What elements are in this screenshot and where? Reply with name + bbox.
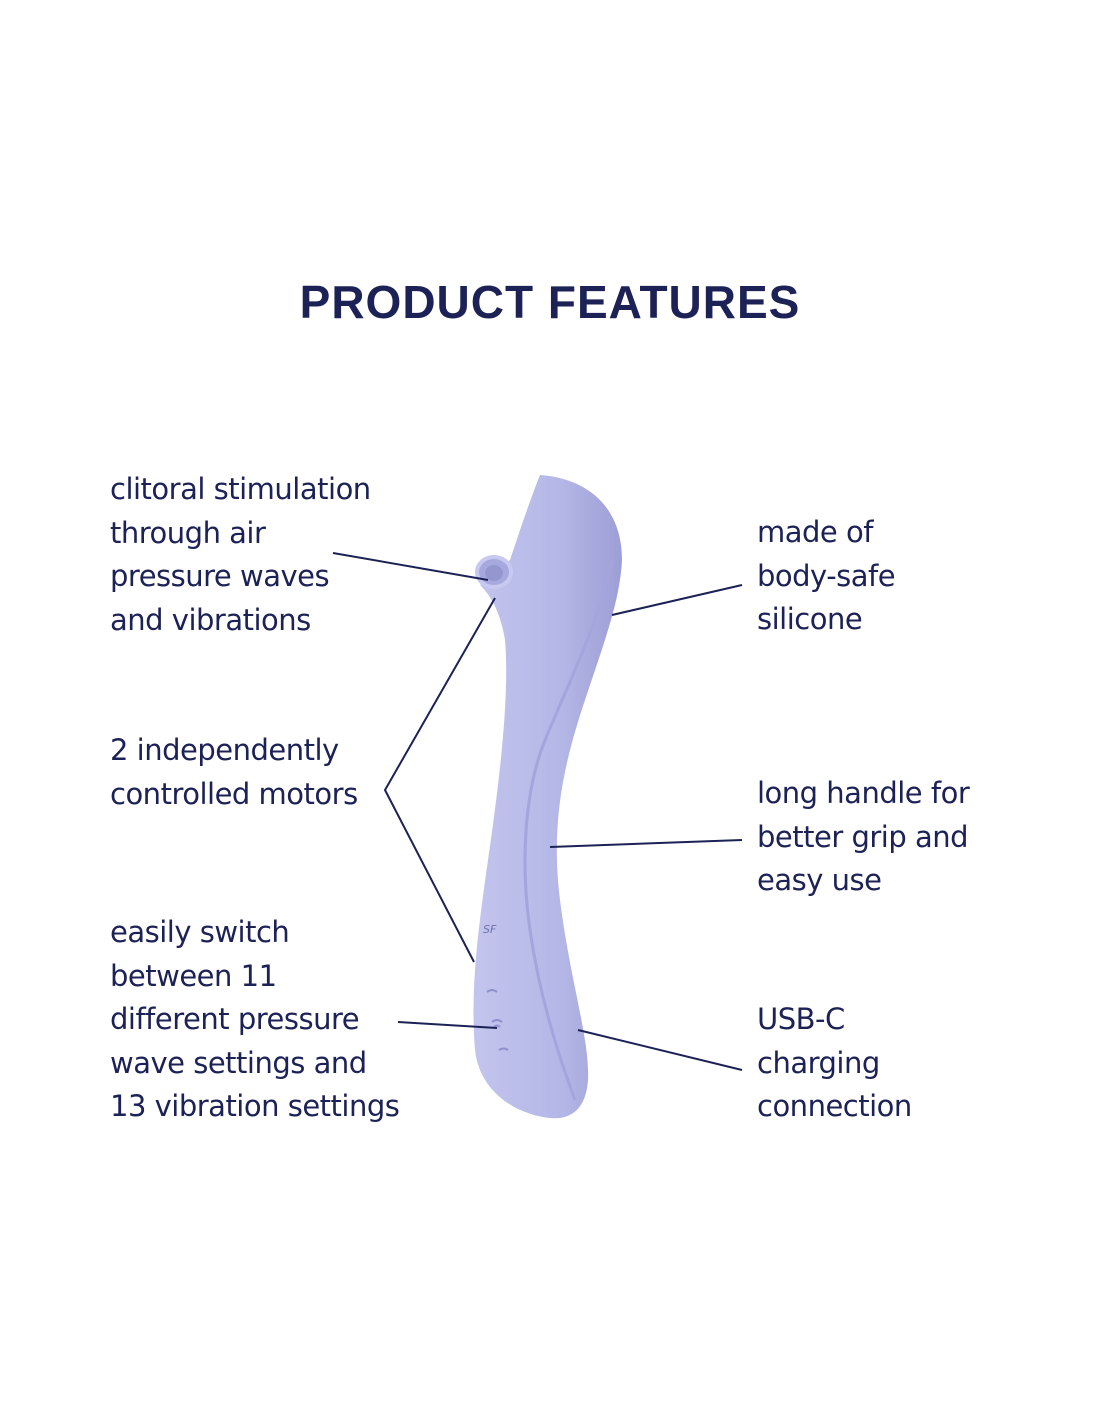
callout-line xyxy=(549,839,743,848)
feature-silicone: made of body-safe silicone xyxy=(757,515,896,636)
feature-air-pressure: clitoral stimulation through air pressur… xyxy=(110,472,371,637)
callout-line xyxy=(611,584,743,616)
feature-handle: long handle for better grip and easy use xyxy=(757,776,970,897)
callout-line xyxy=(397,1021,498,1029)
callout-lines xyxy=(332,552,743,1071)
feature-settings: easily switch between 11 different press… xyxy=(110,915,400,1123)
wave-button-icon xyxy=(491,1019,503,1028)
callout-line xyxy=(383,597,496,963)
device-illustration: SF xyxy=(473,475,622,1119)
page-title: PRODUCT FEATURES xyxy=(299,276,801,328)
brand-logo-icon: SF xyxy=(483,923,497,936)
button-icon xyxy=(486,989,498,993)
callout-line xyxy=(577,1029,743,1071)
device-body xyxy=(473,475,622,1119)
feature-usb-c: USB-C charging connection xyxy=(757,1002,912,1123)
feature-motors: 2 independently controlled motors xyxy=(110,733,358,811)
device-handle-ridge xyxy=(523,559,614,1101)
callout-line xyxy=(332,552,489,581)
vibration-button-icon xyxy=(498,1047,509,1051)
